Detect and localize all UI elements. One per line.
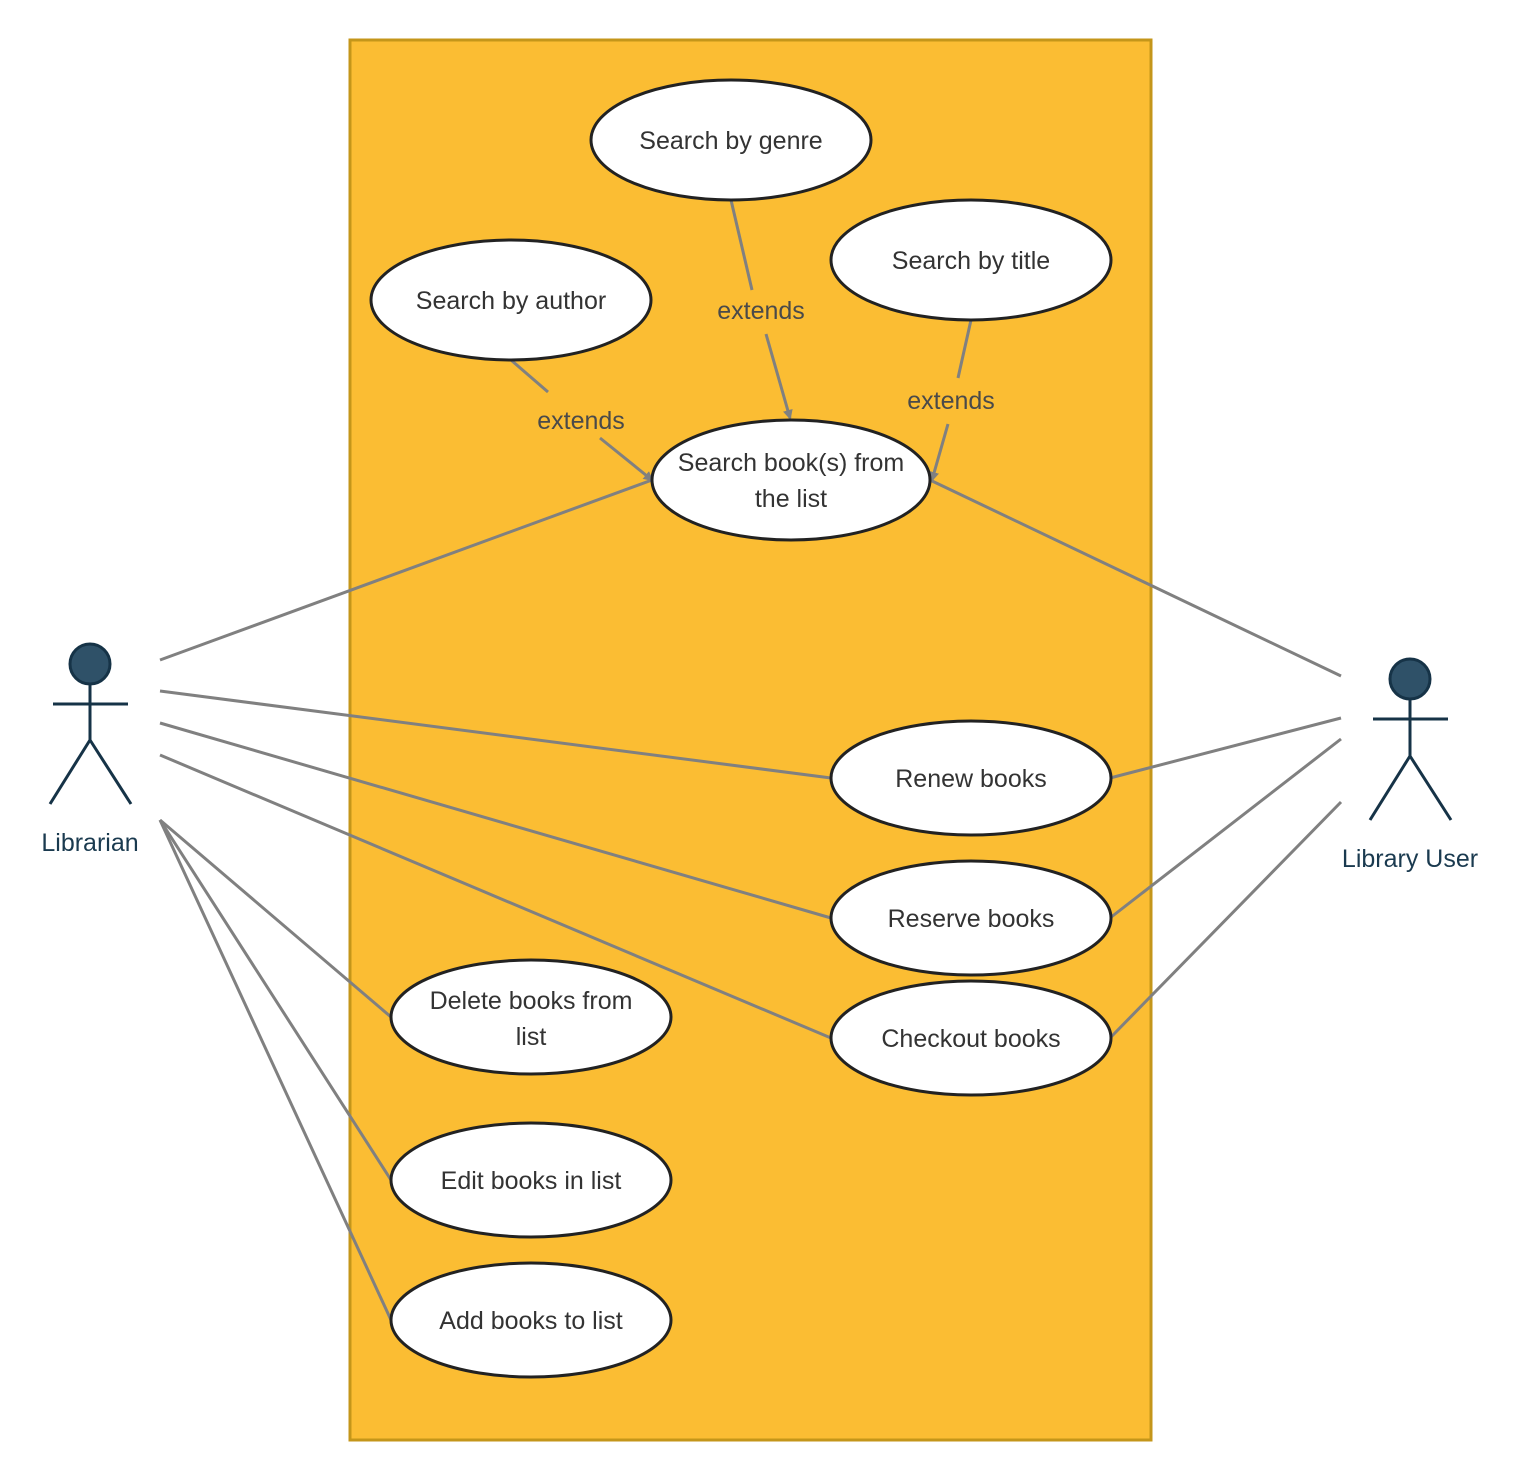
assoc-librarian-renew <box>159 689 832 780</box>
use-case-search-by-author[interactable]: Search by author <box>369 238 653 362</box>
use-case-checkout-books[interactable]: Checkout books <box>829 979 1113 1097</box>
use-case-label: Add books to list <box>439 1307 622 1335</box>
use-case-label: Search by author <box>416 287 606 315</box>
assoc-user-reserve <box>1109 737 1342 920</box>
assoc-librarian-search <box>159 478 653 662</box>
use-case-renew-books[interactable]: Renew books <box>829 719 1113 837</box>
use-case-search-by-genre[interactable]: Search by genre <box>589 78 873 202</box>
use-case-label-line-2: the list <box>755 485 827 513</box>
extend-label-genre: extends <box>717 297 805 325</box>
extend-author-bottom <box>599 436 654 482</box>
use-case-label: Renew books <box>895 765 1046 793</box>
use-case-label-line-2: list <box>516 1023 547 1051</box>
assoc-user-search <box>929 478 1342 678</box>
librarian-associations <box>158 478 832 1321</box>
extend-relations <box>510 199 973 482</box>
use-case-label: Reserve books <box>888 905 1055 933</box>
assoc-librarian-edit <box>158 819 393 1181</box>
actor-label: Library User <box>1342 845 1478 873</box>
extend-label-title: extends <box>907 387 995 415</box>
actor-librarian[interactable]: Librarian <box>41 642 139 857</box>
assoc-librarian-checkout <box>159 753 832 1040</box>
extend-title-bottom <box>929 423 950 482</box>
use-case-label: Checkout books <box>881 1025 1060 1053</box>
actor-library-user[interactable]: Library User <box>1342 657 1478 873</box>
assoc-user-renew <box>1109 716 1342 780</box>
assoc-librarian-delete <box>159 818 392 1019</box>
extend-genre-top <box>729 199 754 291</box>
stick-figure-icon <box>48 642 133 805</box>
assoc-librarian-add <box>158 819 393 1321</box>
stick-figure-icon <box>1368 657 1453 821</box>
use-case-label: Edit books in list <box>441 1167 622 1195</box>
use-case-search-books[interactable]: Search book(s) from the list <box>650 418 932 542</box>
extend-author-top <box>510 358 549 394</box>
extend-genre-bottom <box>764 333 793 420</box>
use-case-delete-books[interactable]: Delete books from list <box>389 958 673 1076</box>
assoc-user-checkout <box>1108 800 1343 1040</box>
use-case-reserve-books[interactable]: Reserve books <box>829 859 1113 977</box>
use-case-label: Search by title <box>892 247 1050 275</box>
assoc-librarian-reserve <box>159 721 832 920</box>
use-case-search-by-title[interactable]: Search by title <box>829 198 1113 322</box>
use-case-label-line-1: Delete books from <box>430 987 633 1015</box>
use-case-add-books[interactable]: Add books to list <box>389 1261 673 1379</box>
use-case-edit-books[interactable]: Edit books in list <box>389 1121 673 1239</box>
use-case-label-line-1: Search book(s) from <box>678 449 904 477</box>
extend-title-top <box>956 319 973 379</box>
library-user-associations <box>929 478 1343 1040</box>
use-case-label: Search by genre <box>639 127 822 155</box>
extend-label-author: extends <box>537 407 625 435</box>
actor-label: Librarian <box>41 829 138 857</box>
